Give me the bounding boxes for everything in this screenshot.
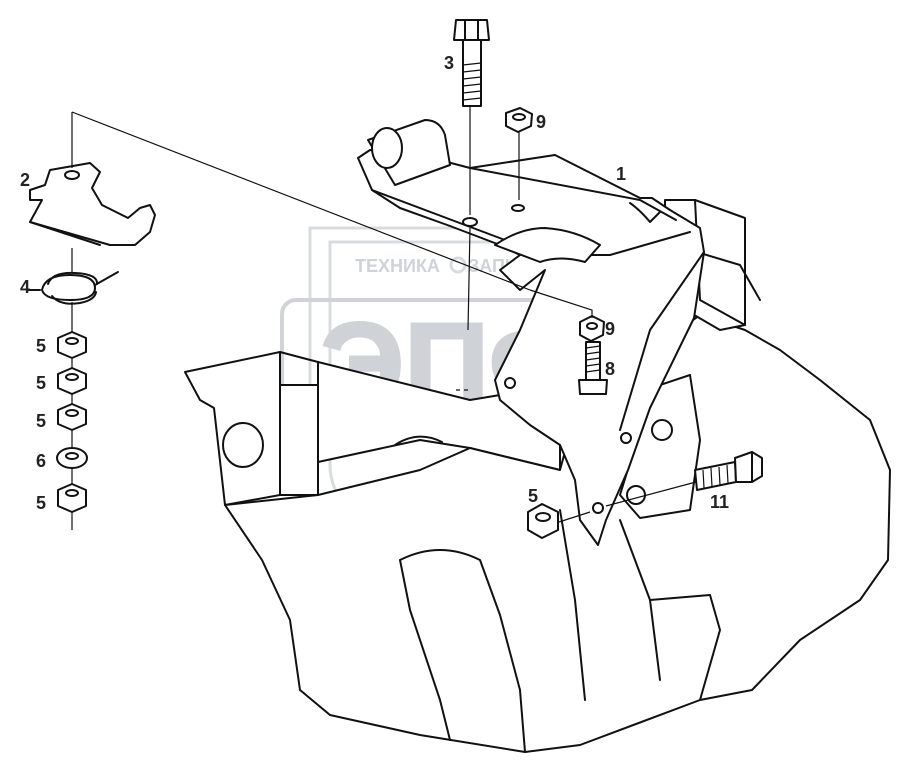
nut-part-5-first — [57, 331, 87, 359]
callout-2: 2 — [20, 170, 30, 190]
watermark-text-left: ТЕХНИКА — [355, 256, 440, 276]
nut-part-5-fourth — [57, 483, 87, 513]
callout-4: 4 — [20, 277, 30, 297]
callout-11: 11 — [710, 492, 729, 512]
callout-6: 6 — [36, 451, 46, 471]
callout-labels: 1 2 3 4 5 5 5 6 5 9 9 8 5 11 — [20, 53, 729, 513]
bolt-part-3 — [453, 19, 490, 107]
housing-hole — [222, 422, 264, 468]
callout-5-third: 5 — [36, 411, 46, 431]
callout-3: 3 — [444, 53, 454, 73]
nut-part-5-third — [57, 403, 87, 431]
callout-5-bracket: 5 — [528, 486, 538, 506]
spring-part-4 — [27, 271, 119, 305]
nut-part-9-top — [505, 107, 533, 133]
callout-5-first: 5 — [36, 336, 46, 356]
callout-9-middle: 9 — [605, 319, 615, 339]
bolt-part-8 — [578, 341, 608, 395]
callout-5-second: 5 — [36, 373, 46, 393]
callout-5-fourth: 5 — [36, 493, 46, 513]
nut-part-5-second — [57, 367, 87, 395]
bolt-part-11 — [694, 451, 763, 491]
callout-9-top: 9 — [536, 112, 546, 132]
nut-part-9-middle — [579, 315, 605, 342]
nut-part-5-bracket — [527, 503, 559, 539]
callout-1: 1 — [616, 164, 626, 184]
washer-part-6 — [56, 447, 88, 469]
callout-8: 8 — [605, 359, 615, 379]
leader-lines — [71, 106, 697, 530]
engine-housing — [184, 199, 891, 753]
bracket-part-1 — [357, 119, 705, 546]
latch-plate-part-2 — [29, 162, 156, 246]
